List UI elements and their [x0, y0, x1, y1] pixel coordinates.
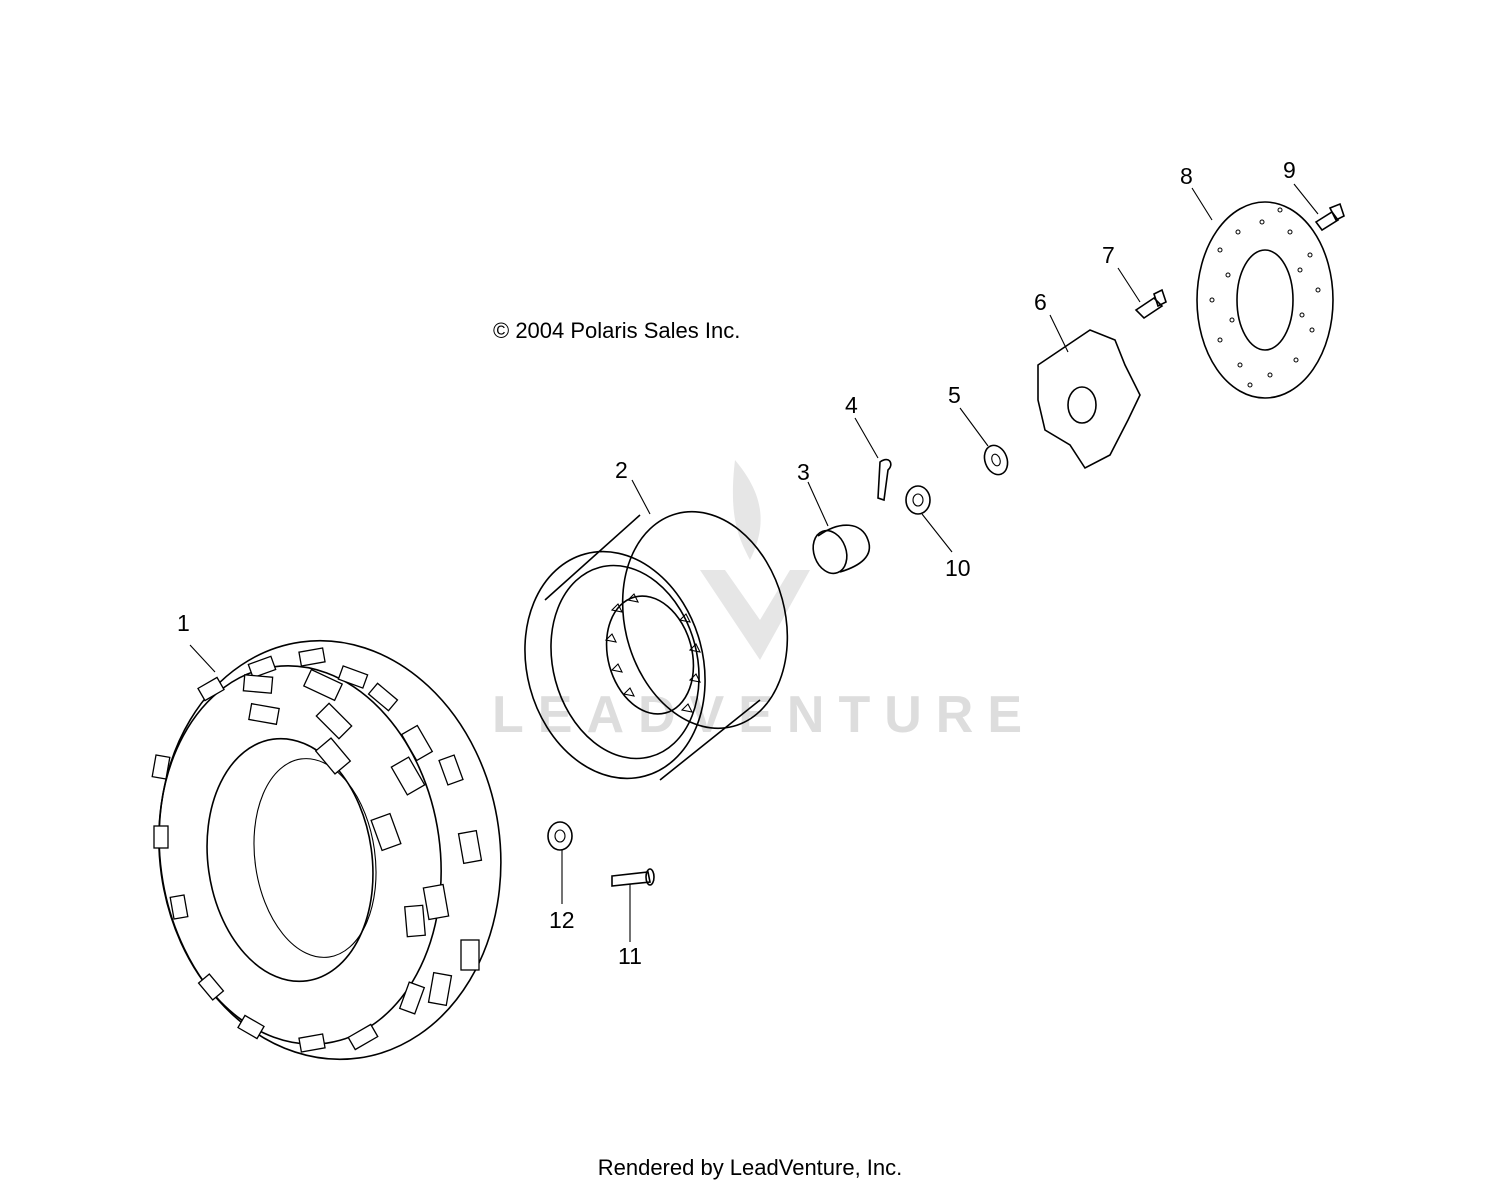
part-10-castle-nut: [905, 485, 953, 553]
part-6-hub: [1037, 314, 1141, 470]
callout-11: 11: [618, 943, 642, 969]
callout-8: 8: [1180, 163, 1193, 189]
callout-7: 7: [1102, 242, 1115, 268]
part-9-bolt: [1293, 183, 1345, 232]
part-5-washer: [959, 407, 1009, 476]
part-12-flange-nut: [547, 821, 573, 904]
callout-4: 4: [845, 392, 858, 418]
callout-1: 1: [177, 610, 190, 636]
part-7-bolt: [1117, 267, 1167, 320]
footer-credit: Rendered by LeadVenture, Inc.: [597, 1155, 903, 1180]
watermark-text: LEADVENTURE: [492, 686, 1036, 744]
part-1-tire: [151, 639, 502, 1061]
part-3-cap: [807, 481, 871, 575]
part-8-brake-disc: [1191, 187, 1334, 399]
part-2-wheel: [524, 479, 789, 781]
callout-5: 5: [948, 382, 961, 408]
part-4-cotter-pin: [854, 417, 892, 502]
callout-2: 2: [615, 457, 628, 483]
callout-12: 12: [549, 907, 575, 933]
watermark: LEADVENTURE: [492, 460, 1036, 744]
part-11-stud: [611, 868, 655, 942]
callout-10: 10: [945, 555, 971, 581]
wheel-vent-icons: [604, 593, 701, 713]
disc-holes: [1209, 207, 1321, 388]
callout-6: 6: [1034, 289, 1047, 315]
callout-9: 9: [1283, 157, 1296, 183]
callout-3: 3: [797, 459, 810, 485]
copyright-notice: © 2004 Polaris Sales Inc.: [493, 318, 741, 343]
